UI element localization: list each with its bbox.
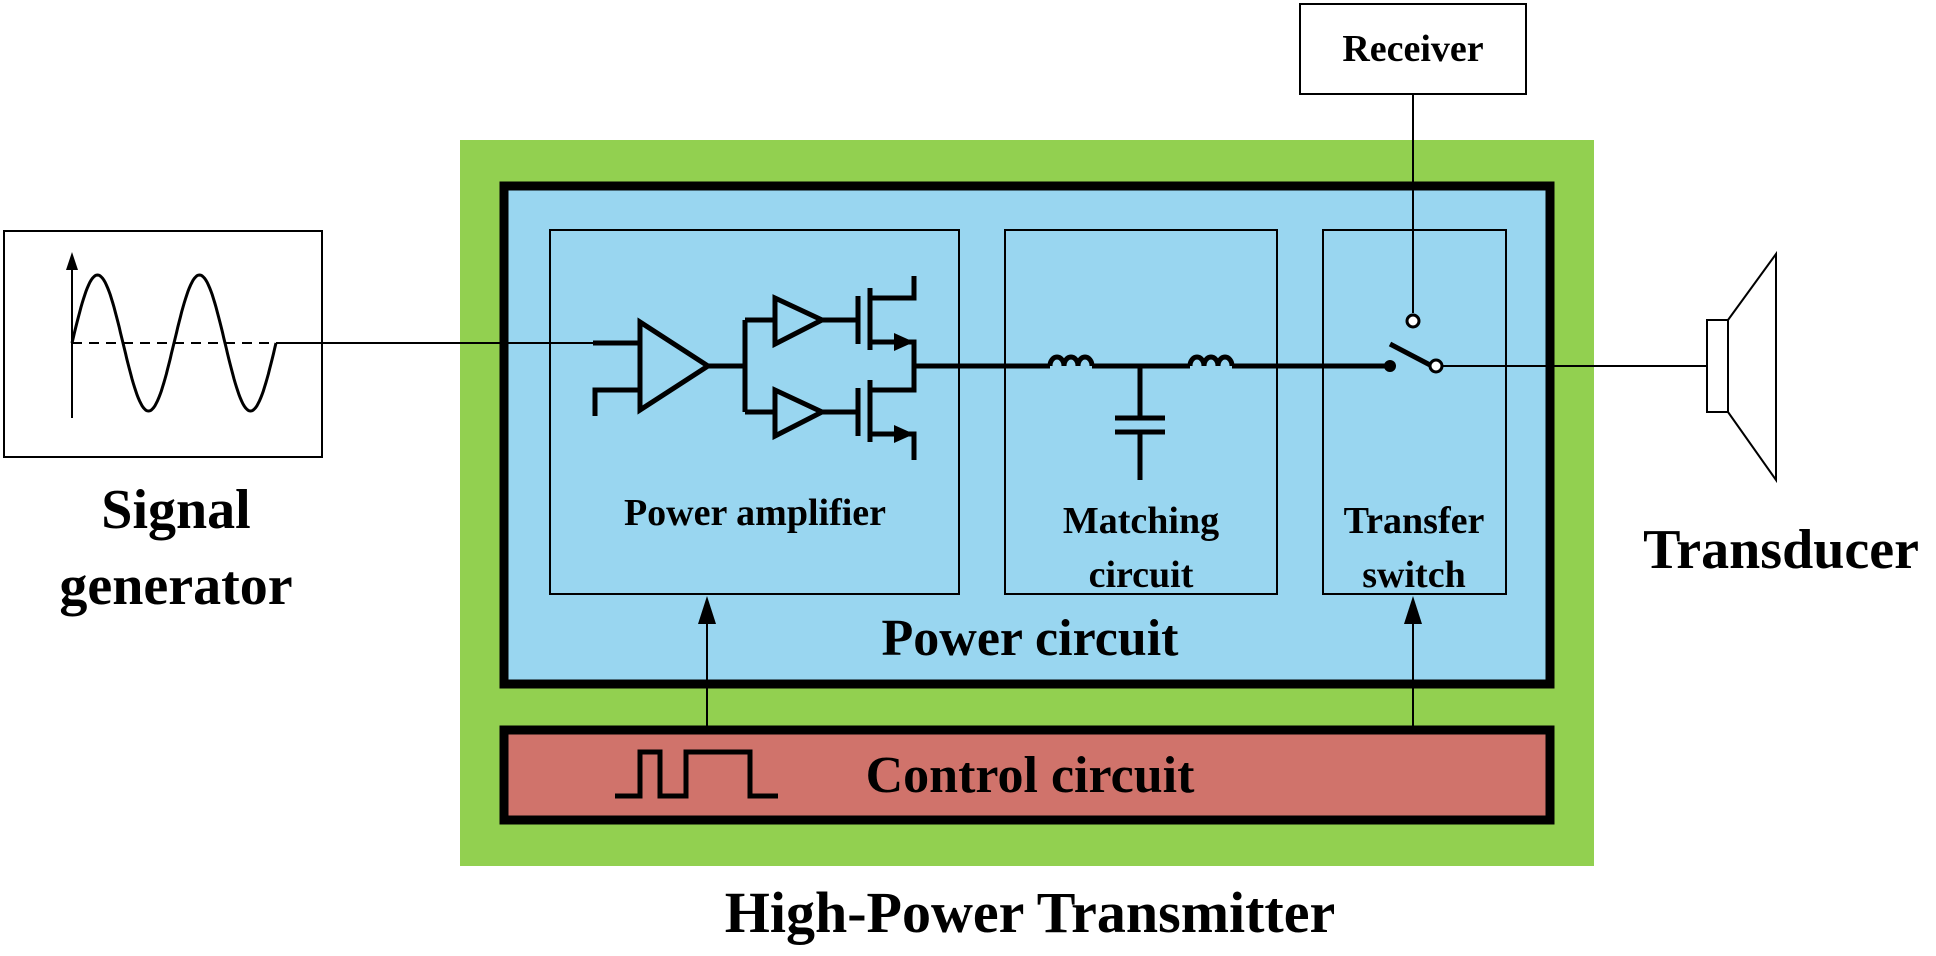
mosfet-lower-arrow (894, 425, 914, 443)
transfer-switch-label-line1: Transfer (1344, 500, 1485, 542)
transducer-body (1706, 319, 1729, 413)
power-amplifier-label: Power amplifier (624, 492, 886, 534)
power-amplifier-block (549, 229, 960, 595)
receiver-block (1299, 3, 1527, 95)
signal-generator-label-line1: Signal (101, 479, 250, 541)
signal-y-arrow (66, 252, 78, 270)
signal-generator-label-line2: generator (59, 555, 292, 617)
switch-left-contact (1384, 360, 1396, 372)
receiver-label: Receiver (1342, 28, 1483, 70)
transducer-label: Transducer (1643, 519, 1919, 581)
switch-top-contact (1405, 313, 1421, 329)
power-circuit-label: Power circuit (882, 610, 1180, 667)
control-circuit-label: Control circuit (866, 747, 1195, 804)
switch-right-contact (1428, 358, 1444, 374)
transfer-switch-label-line2: switch (1362, 554, 1465, 596)
mosfet-upper-arrow (894, 333, 914, 351)
matching-circuit-schematic (1047, 354, 1390, 480)
sine-wave (70, 273, 278, 413)
control-to-switch-arrow (1404, 596, 1422, 624)
control-circuit-block (499, 725, 1555, 825)
pulse-waveform (615, 749, 778, 799)
power-circuit-block (499, 181, 1555, 689)
transducer-cone (1727, 250, 1777, 484)
transfer-switch-block (1322, 229, 1507, 595)
matching-circuit-label-line2: circuit (1089, 554, 1194, 596)
matching-circuit-block (1004, 229, 1278, 595)
control-to-amp-arrow (698, 596, 716, 624)
matching-circuit-label-line1: Matching (1063, 500, 1219, 542)
transmitter-label: High-Power Transmitter (725, 880, 1336, 945)
switch-blade (1388, 341, 1434, 369)
